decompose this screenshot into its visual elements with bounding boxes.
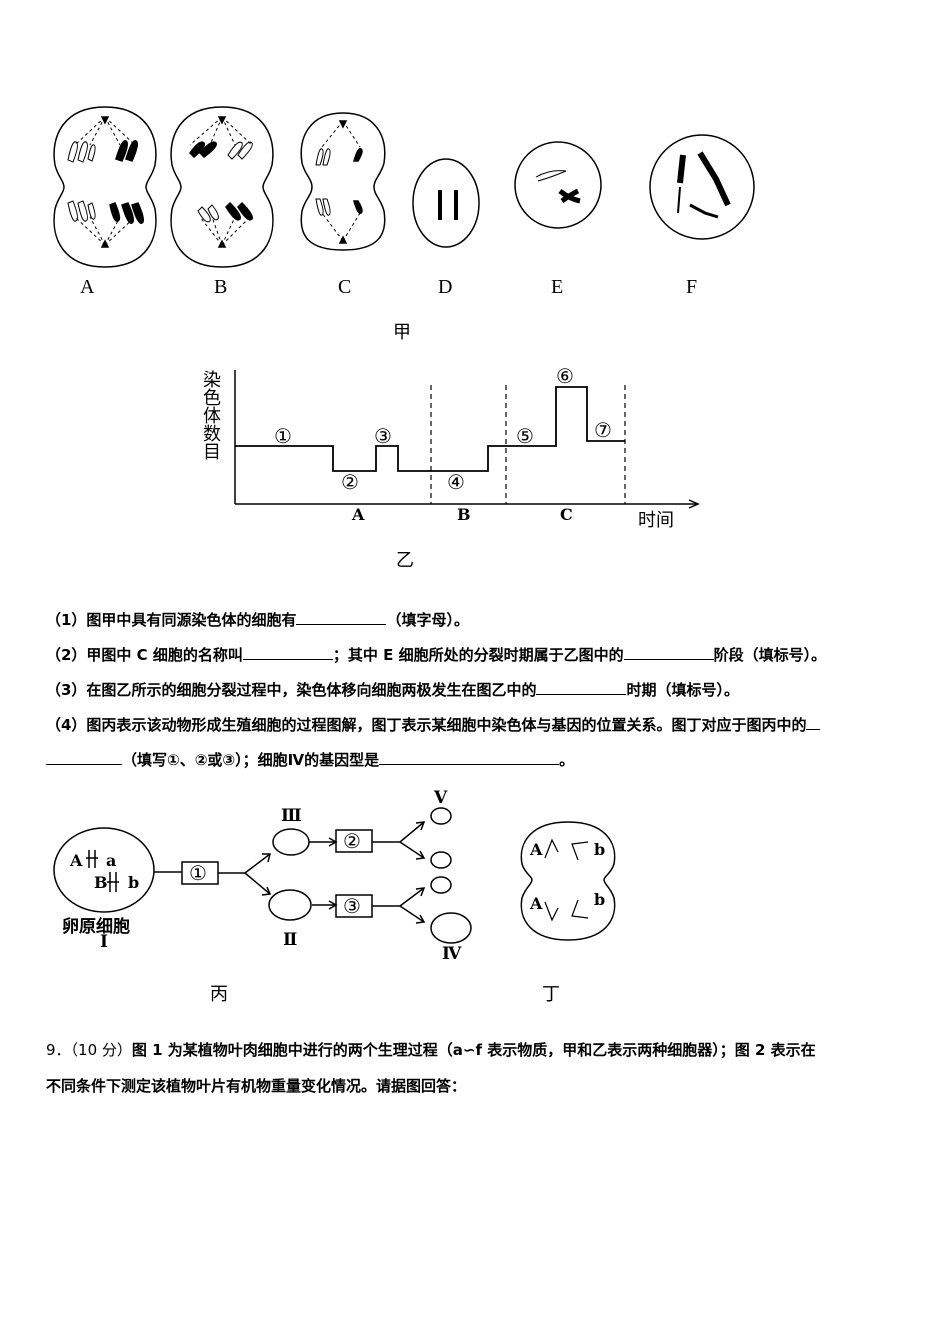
cell-label-a: A xyxy=(80,276,95,298)
phase-label-b: B xyxy=(457,505,471,524)
segment-mark-6: ⑥ xyxy=(556,364,574,388)
answer-blank-2b[interactable] xyxy=(623,643,714,660)
cell-label-b: B xyxy=(214,276,228,298)
answer-blank-4a[interactable] xyxy=(46,748,122,765)
question-1-prefix: （1）图甲中具有同源染色体的细胞有 xyxy=(46,611,297,629)
question-4-line1: （4）图丙表示该动物形成生殖细胞的过程图解，图丁表示某细胞中染色体与基因的位置关… xyxy=(46,713,821,736)
question-9-line1: 9．（10 分）图 1 为某植物叶肉细胞中进行的两个生理过程（a∽f 表示物质，… xyxy=(46,1032,906,1068)
segment-mark-5: ⑤ xyxy=(516,424,534,448)
gene-a-cell-1: a xyxy=(106,851,117,870)
segment-mark-2: ② xyxy=(341,470,359,494)
figure-yi-xlabel: 时间 xyxy=(638,510,674,531)
figure-bing xyxy=(53,807,616,944)
gene-A-cell-1: A xyxy=(70,851,83,870)
question-3-suffix: 时期（填标号）。 xyxy=(626,681,739,699)
step-2: ② xyxy=(343,829,361,853)
gene-B-cell-1: B xyxy=(94,873,108,892)
phase-label-a: A xyxy=(352,505,365,524)
question-2: （2）甲图中 C 细胞的名称叫 ；其中 E 细胞所处的分裂时期属于乙图中的 阶段（填… xyxy=(46,643,826,666)
figure-jia-caption: 甲 xyxy=(393,322,411,343)
cell-I-label: 卵原细胞 xyxy=(62,917,130,937)
cell-II-numeral: Ⅱ xyxy=(283,930,298,950)
answer-blank-4b[interactable] xyxy=(379,748,560,765)
figure-jia xyxy=(53,106,755,268)
answer-blank-4a-start[interactable] xyxy=(806,713,821,730)
answer-blank-1[interactable] xyxy=(296,608,387,625)
phase-label-c: C xyxy=(560,505,573,524)
cell-label-d: D xyxy=(438,276,453,298)
question-2-prefix: （2）甲图中 C 细胞的名称叫 xyxy=(46,646,243,664)
cell-IV-numeral: Ⅳ xyxy=(442,944,462,964)
cell-b xyxy=(170,106,274,268)
question-3-prefix: （3）在图乙所示的细胞分裂过程中，染色体移向细胞两极发生在图乙中的 xyxy=(46,681,537,699)
figure-yi xyxy=(234,370,700,509)
cell-a xyxy=(53,106,157,268)
cell-V-numeral: Ⅴ xyxy=(434,788,448,808)
cell-III-numeral: Ⅲ xyxy=(281,806,302,826)
figure-yi-caption: 乙 xyxy=(396,550,414,571)
question-4-line2: （填写①、②或③）；细胞Ⅳ的基因型是 。 xyxy=(46,748,574,771)
cell-label-c: C xyxy=(338,276,352,298)
segment-mark-1: ① xyxy=(274,424,292,448)
question-1-suffix: （填字母）。 xyxy=(386,611,469,629)
figure-ding-caption: 丁 xyxy=(542,984,560,1005)
question-9: 9．（10 分）图 1 为某植物叶肉细胞中进行的两个生理过程（a∽f 表示物质，… xyxy=(46,1032,906,1104)
question-4-line1-text: （4）图丙表示该动物形成生殖细胞的过程图解，图丁表示某细胞中染色体与基因的位置关… xyxy=(46,716,807,734)
step-1: ① xyxy=(189,861,207,885)
question-9-text-line1: 图 1 为某植物叶肉细胞中进行的两个生理过程（a∽f 表示物质，甲和乙表示两种细… xyxy=(131,1041,816,1059)
question-2-middle: ；其中 E 细胞所处的分裂时期属于乙图中的 xyxy=(332,646,624,664)
ding-gene-b-top: b xyxy=(594,840,606,859)
step-3: ③ xyxy=(343,894,361,918)
cell-c xyxy=(300,112,386,251)
gene-b-cell-1: b xyxy=(128,873,140,892)
figure-ding-cell xyxy=(520,821,616,941)
question-2-suffix: 阶段（填标号）。 xyxy=(713,646,827,664)
cell-d xyxy=(412,158,480,248)
cell-e xyxy=(514,141,602,229)
cell-I-numeral: Ⅰ xyxy=(100,932,108,952)
ding-gene-A-bottom: A xyxy=(530,894,543,913)
question-9-text-line2: 不同条件下测定该植物叶片有机物重量变化情况。请据图回答： xyxy=(46,1077,467,1095)
figure-bing-caption: 丙 xyxy=(210,984,228,1005)
cell-f xyxy=(649,134,755,240)
answer-blank-3[interactable] xyxy=(536,678,627,695)
question-3: （3）在图乙所示的细胞分裂过程中，染色体移向细胞两极发生在图乙中的 时期（填标号）… xyxy=(46,678,739,701)
question-4-line2-mid: （填写①、②或③）；细胞Ⅳ的基因型是 xyxy=(122,751,380,769)
question-4-line2-end: 。 xyxy=(559,751,575,769)
question-1: （1）图甲中具有同源染色体的细胞有 （填字母）。 xyxy=(46,608,469,631)
segment-mark-4: ④ xyxy=(447,470,465,494)
segment-mark-7: ⑦ xyxy=(594,418,612,442)
ding-gene-A-top: A xyxy=(530,840,543,859)
cell-label-e: E xyxy=(551,276,564,298)
ding-gene-b-bottom: b xyxy=(594,890,606,909)
segment-mark-3: ③ xyxy=(374,424,392,448)
question-9-number: 9．（10 分） xyxy=(46,1041,132,1059)
cell-label-f: F xyxy=(686,276,698,298)
figure-yi-ylabel: 染色体数目 xyxy=(203,370,221,463)
answer-blank-2a[interactable] xyxy=(242,643,333,660)
